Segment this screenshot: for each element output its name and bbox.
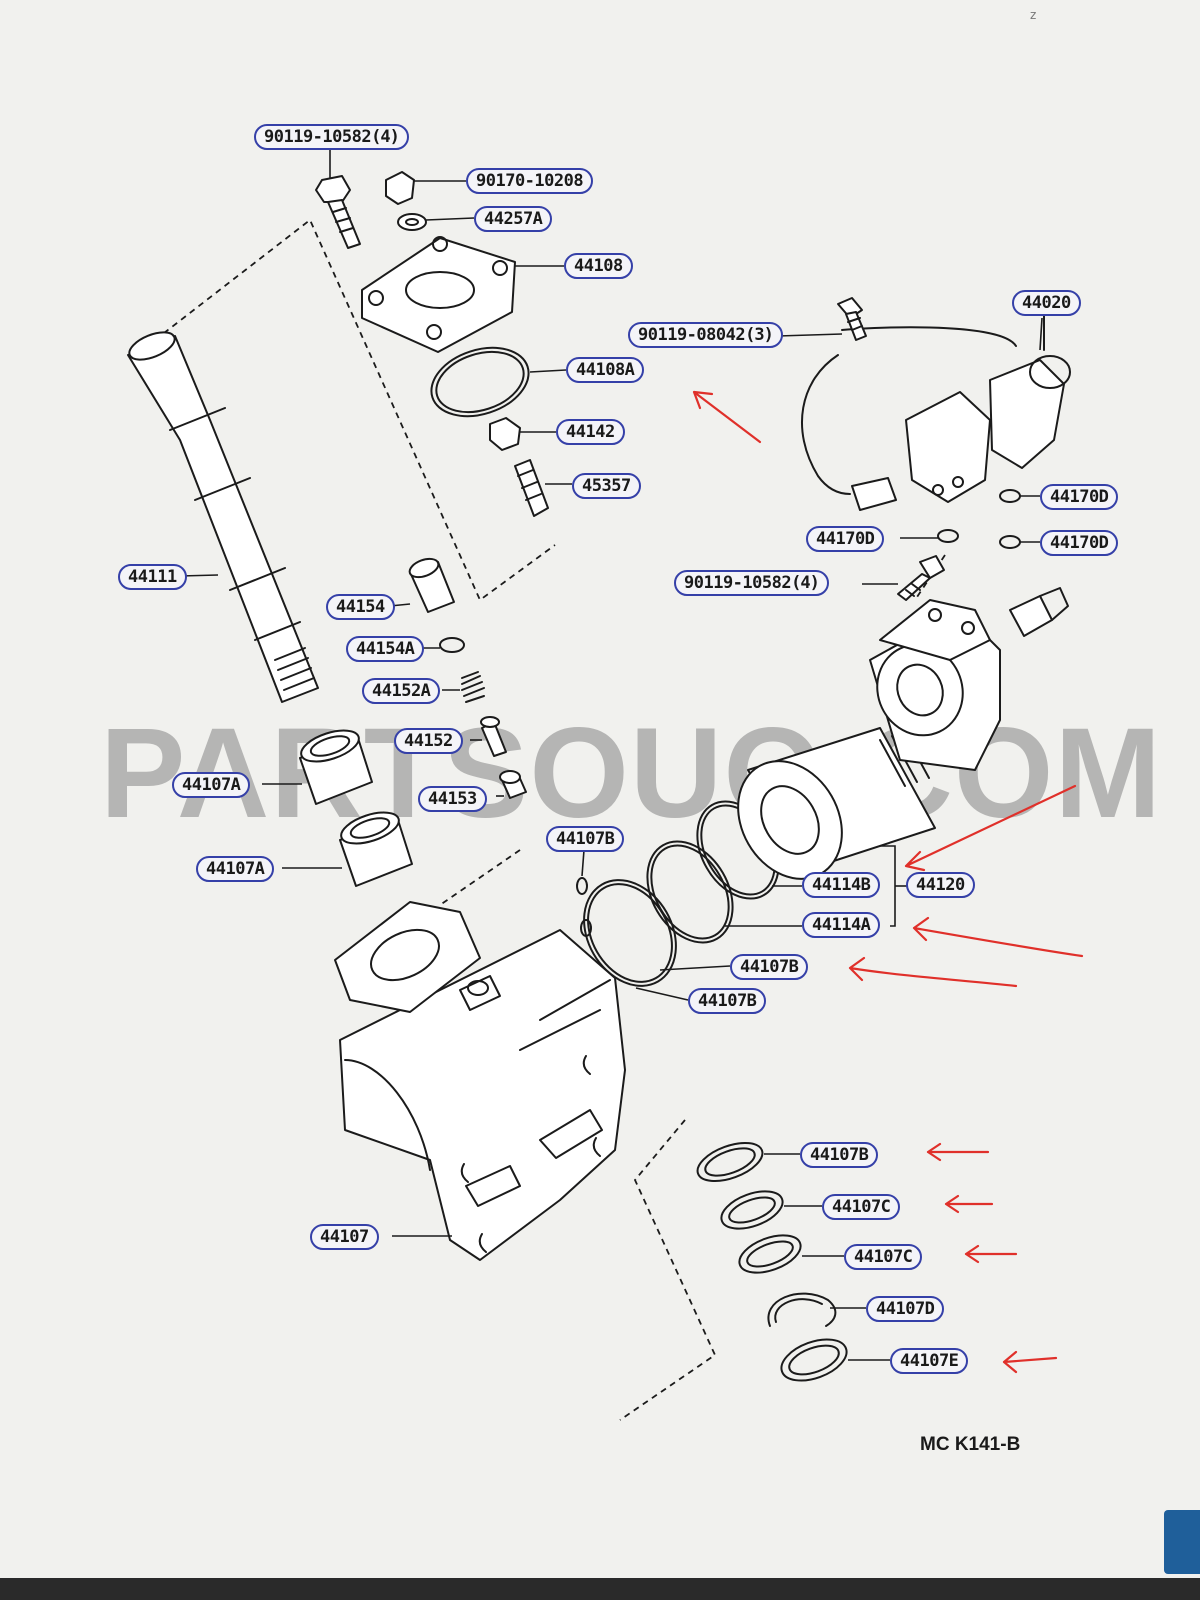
solenoid-bolt [777, 297, 867, 341]
callout-44120[interactable]: 44120 [906, 872, 975, 898]
annotation-arrows [692, 390, 1084, 1374]
callout-44142[interactable]: 44142 [556, 419, 625, 445]
red-arrow-44107B [848, 956, 1018, 988]
washer [397, 213, 475, 231]
callout-90170-10208[interactable]: 90170-10208 [466, 168, 594, 194]
callout-44111[interactable]: 44111 [118, 564, 187, 590]
callout-90119-08042[interactable]: 90119-08042(3) [628, 322, 783, 348]
red-arrow-44107C-2 [964, 1244, 1018, 1264]
callout-44152A[interactable]: 44152A [362, 678, 441, 704]
red-arrow-44107E [1002, 1350, 1058, 1374]
diagram-code: MC K141-B [920, 1434, 1021, 1455]
screw-45357 [514, 459, 572, 517]
callout-44020[interactable]: 44020 [1012, 290, 1081, 316]
callout-44257A[interactable]: 44257A [474, 206, 553, 232]
callout-90119-10582-mid[interactable]: 90119-10582(4) [674, 570, 829, 596]
seal-44107E [780, 1338, 890, 1382]
callout-44108A[interactable]: 44108A [566, 357, 645, 383]
o-ring-44108A [430, 346, 567, 418]
callout-44107E[interactable]: 44107E [890, 1348, 969, 1374]
assembly-line-mid [439, 849, 521, 906]
callout-44170D-b[interactable]: 44170D [806, 526, 885, 552]
callout-44153[interactable]: 44153 [418, 786, 487, 812]
nut [385, 171, 466, 205]
callout-44170D-a[interactable]: 44170D [1040, 484, 1119, 510]
red-arrow-44114A [912, 916, 1084, 958]
bearing-upper [262, 729, 373, 805]
sector-shaft [127, 331, 319, 703]
o-ring-small-2 [900, 529, 959, 543]
assembly-line-bottom [619, 1119, 717, 1421]
callout-44107A-a[interactable]: 44107A [172, 772, 251, 798]
control-valve [737, 587, 1069, 880]
callout-44107B-a[interactable]: 44107B [546, 826, 625, 852]
callout-44107D[interactable]: 44107D [866, 1296, 945, 1322]
o-ring-small-1 [999, 489, 1040, 503]
top-mark: z [1030, 8, 1037, 22]
pin-44152 [470, 716, 507, 757]
callout-44107A-b[interactable]: 44107A [196, 856, 275, 882]
seal-44107C-2 [738, 1234, 844, 1274]
callout-44107B-d[interactable]: 44107B [800, 1142, 879, 1168]
callout-44108[interactable]: 44108 [564, 253, 633, 279]
callout-90119-10582-top[interactable]: 90119-10582(4) [254, 124, 409, 150]
o-ring-large-2 [646, 840, 802, 944]
callout-44107B-b[interactable]: 44107B [730, 954, 809, 980]
red-arrow-44107C-1 [944, 1194, 994, 1214]
red-arrow-44120 [904, 784, 1077, 872]
nut-44142 [489, 417, 556, 451]
bearing-lower [282, 811, 413, 887]
callout-44154[interactable]: 44154 [326, 594, 395, 620]
o-ring-44154A [420, 637, 465, 653]
callout-44107C-a[interactable]: 44107C [822, 1194, 901, 1220]
screen-bottom-bezel [0, 1578, 1200, 1600]
snap-ring-44107D [767, 1292, 866, 1327]
callout-44107C-b[interactable]: 44107C [844, 1244, 923, 1270]
chat-button[interactable] [1164, 1510, 1200, 1574]
plug-44154 [389, 557, 455, 613]
callout-44154A[interactable]: 44154A [346, 636, 425, 662]
callout-44114B[interactable]: 44114B [802, 872, 881, 898]
side-cover [361, 236, 564, 353]
solenoid-valve [800, 305, 1071, 511]
callout-44170D-c[interactable]: 44170D [1040, 530, 1119, 556]
top-bolt [315, 175, 361, 249]
seal-44107B-lower [696, 1141, 800, 1183]
seal-44107C-1 [720, 1190, 822, 1230]
callout-45357[interactable]: 45357 [572, 473, 641, 499]
gear-housing [334, 901, 626, 1261]
o-ring-small-3 [999, 535, 1040, 549]
spring-44152A [442, 671, 485, 703]
callout-44152[interactable]: 44152 [394, 728, 463, 754]
plug-44153 [496, 770, 527, 799]
valve-bolt [862, 555, 945, 601]
callout-44107[interactable]: 44107 [310, 1224, 379, 1250]
red-arrow-44108A [692, 390, 762, 444]
callout-44114A[interactable]: 44114A [802, 912, 881, 938]
red-arrow-44107B-lower [926, 1142, 990, 1162]
callout-44107B-c[interactable]: 44107B [688, 988, 767, 1014]
